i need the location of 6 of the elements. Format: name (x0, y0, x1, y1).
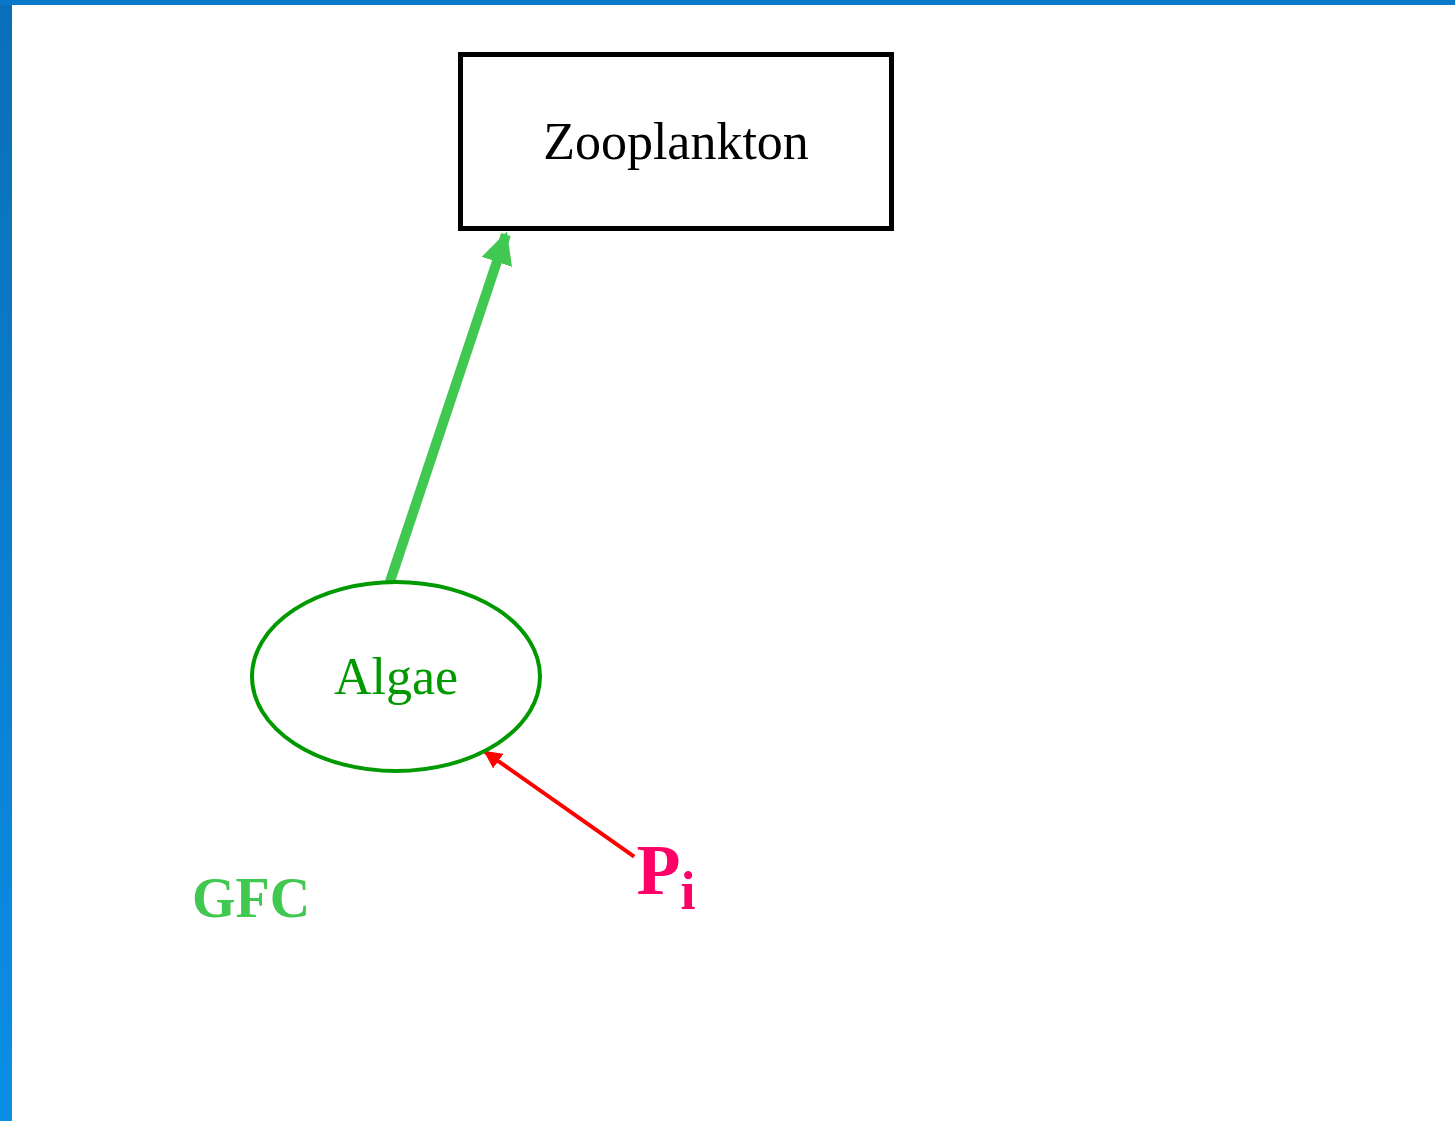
arrow (483, 750, 636, 859)
region-label: GFC (192, 870, 311, 926)
nutrient-label: P$_{i}$ (636, 833, 696, 919)
node-label: Algae (333, 650, 459, 703)
process-box (458, 52, 894, 231)
node-label: Zooplankton (543, 115, 809, 168)
